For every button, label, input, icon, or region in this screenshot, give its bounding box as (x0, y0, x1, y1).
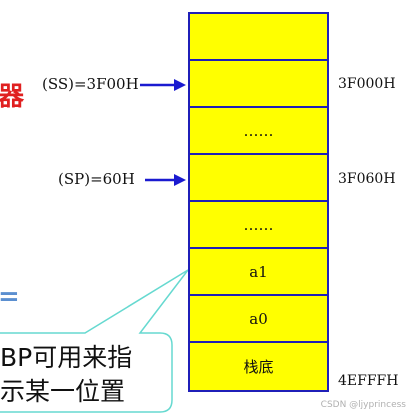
stack-cell-bottom: 栈底 (190, 343, 327, 390)
cropped-red-glyph: 器 (0, 82, 25, 112)
stack-memory: …… …… a1 a0 栈底 (188, 12, 329, 392)
address-label: 3F060H (338, 171, 396, 187)
stack-cell-ellipsis: …… (190, 108, 327, 155)
callout-line-2: 示某一位置 (0, 377, 126, 406)
watermark: CSDN @ljyprincess (320, 400, 406, 410)
address-label: 4EFFFH (338, 373, 399, 389)
sp-label: (SP)=60H (58, 170, 135, 188)
stack-cell (190, 14, 327, 61)
stack-cell-a0: a0 (190, 296, 327, 343)
callout-bubble (0, 269, 189, 413)
sp-arrow (145, 174, 186, 186)
stack-cell-a1: a1 (190, 249, 327, 296)
stack-cell-ellipsis: …… (190, 202, 327, 249)
cropped-blue-glyph: = (0, 282, 20, 312)
address-label: 3F000H (338, 76, 396, 92)
ss-arrow (140, 79, 186, 91)
stack-cell-sp-top (190, 155, 327, 202)
ss-label: (SS)=3F00H (42, 75, 139, 93)
stack-cell-ss-base (190, 61, 327, 108)
callout-line-1: BP可用来指 (0, 343, 133, 372)
